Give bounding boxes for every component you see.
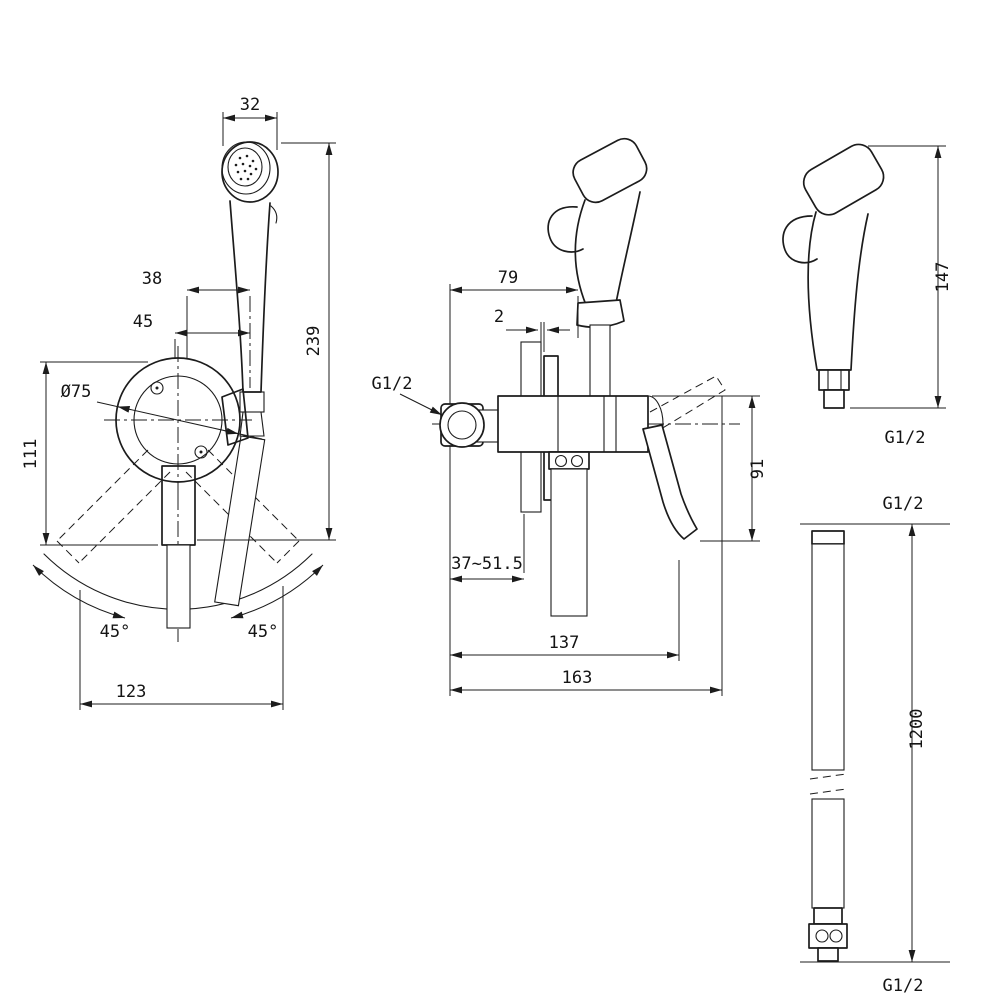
- handle-cup: [576, 299, 625, 329]
- hose-upper-section: [811, 543, 845, 771]
- holder-hook: [547, 206, 584, 253]
- clip-detail-top: [150, 381, 164, 395]
- hose-bottom-fitting: [808, 907, 848, 962]
- swivel-cap-right: [276, 540, 300, 564]
- body-cylinder: [497, 395, 649, 453]
- dim-label-inlet-thread: G1/2: [372, 374, 413, 394]
- handset-view: 147 G1/2: [782, 143, 953, 448]
- dim-label-drop: 91: [748, 459, 768, 479]
- swivel-line-left-outer: [56, 449, 149, 542]
- swivel-line-right-outer: [207, 449, 300, 542]
- dim-depth-to-handle: 137: [450, 560, 680, 661]
- dim-label-hose-bottom-thread: G1/2: [883, 976, 924, 996]
- dim-head-width: 32: [222, 95, 278, 150]
- dim-inlet-thread: G1/2: [372, 374, 443, 416]
- outlet-fitting: [548, 451, 590, 470]
- handset-head: [802, 143, 885, 216]
- spray-nozzle-dots: [234, 154, 258, 181]
- hose-bottom-thread-tip: [817, 947, 839, 962]
- shower-head-ring: [221, 141, 271, 195]
- dim-label-swivel-left: 45°: [100, 622, 131, 642]
- clip-detail-bottom: [194, 445, 208, 459]
- dim-label-bracket-height: 111: [21, 439, 41, 470]
- dim-escutcheon-diameter: Ø75: [61, 382, 263, 440]
- dim-label-swivel-width: 123: [116, 682, 147, 702]
- dim-label-handset-thread: G1/2: [885, 428, 926, 448]
- dim-label-hose-length: 1200: [907, 709, 927, 750]
- swivel-line-right-inner: [185, 471, 278, 564]
- hose-break-mark-1: [809, 773, 847, 780]
- hose-diagonal-backing: [214, 436, 265, 606]
- hose-vertical-front: [166, 544, 191, 629]
- dim-label-spray-offset: 45: [133, 312, 153, 332]
- dim-label-reach: 79: [498, 268, 518, 288]
- dim-label-escutcheon-diameter: Ø75: [61, 382, 92, 402]
- dim-label-head-width: 32: [240, 95, 260, 115]
- dim-label-wall-depth-range: 37~51.5: [451, 554, 523, 574]
- handset-thread-tip: [823, 389, 845, 409]
- dim-label-handset-height: 147: [933, 262, 953, 293]
- hose-top-cap: [811, 530, 845, 545]
- dim-label-plate-gap: 2: [494, 307, 504, 327]
- swivel-joint-lower: [239, 411, 265, 437]
- hose-side: [550, 468, 588, 617]
- angle-arc-right: [230, 564, 324, 619]
- escutcheon-front: [115, 357, 241, 483]
- angle-arc-left: [32, 564, 126, 619]
- handset-hook: [782, 215, 818, 264]
- dim-bracket-height: 111: [21, 361, 158, 546]
- front-view: 32 239 38 45 Ø75 111: [21, 95, 336, 710]
- hose-lower-section: [811, 798, 845, 909]
- dim-label-swivel-right: 45°: [248, 622, 279, 642]
- escutcheon-inner-ring: [133, 375, 223, 465]
- dim-drop: 91: [652, 395, 768, 542]
- hose-view: G1/2 1200 G1/2: [800, 494, 950, 996]
- dim-label-hose-top-thread: G1/2: [883, 494, 924, 514]
- inlet-thread-leader: [399, 393, 443, 416]
- dim-label-depth-overall: 163: [562, 668, 593, 688]
- dim-reach: 79: [450, 268, 579, 338]
- dim-plate-gap: 2: [494, 307, 570, 352]
- hose-diagonal-coil: [214, 435, 266, 607]
- dim-spray-offset: 45: [133, 312, 250, 358]
- head-hook-nub: [270, 205, 278, 224]
- dim-depth-overall: 163: [450, 396, 723, 696]
- swivel-line-left-inner: [78, 471, 171, 564]
- dim-hose-length: 1200: [907, 524, 927, 962]
- dim-label-holder-offset: 38: [142, 269, 162, 289]
- hose-side-coil: [550, 468, 588, 617]
- dim-holder-offset: 38: [142, 269, 250, 358]
- shower-head-side: [572, 137, 648, 204]
- lever-handle: [642, 424, 698, 540]
- mixer-body: [439, 395, 664, 453]
- spray-face: [227, 147, 263, 187]
- hose-diagonal: [214, 435, 266, 607]
- hose-vertical-coil: [166, 544, 191, 629]
- swivel-cap-left: [56, 540, 80, 564]
- inlet-thread-circle: [447, 410, 477, 440]
- side-view: 79 2 G1/2 91 37~51.5 137: [372, 137, 768, 696]
- dim-wall-depth-range: 37~51.5: [450, 514, 525, 583]
- dim-overall-height: 239: [197, 142, 336, 541]
- handset-profile: [782, 143, 885, 409]
- handset-nut: [818, 369, 850, 391]
- hose-break-mark-2: [809, 788, 847, 795]
- handle-side-outline: [574, 191, 641, 306]
- handshower-front: [221, 141, 279, 446]
- handshower-side: [547, 137, 648, 397]
- handset-handle: [807, 211, 869, 371]
- inlet-nut: [439, 402, 485, 448]
- dim-label-overall-height: 239: [304, 326, 324, 357]
- holder-post: [589, 324, 611, 397]
- escutcheon-outer-circle: [115, 357, 241, 483]
- dim-swivel-width: 123: [79, 586, 284, 710]
- dim-label-depth-to-handle: 137: [549, 633, 580, 653]
- lever-raised-dashed: [649, 375, 726, 430]
- dim-handset-height: 147: [850, 145, 953, 409]
- hose-upper-coil: [811, 543, 845, 771]
